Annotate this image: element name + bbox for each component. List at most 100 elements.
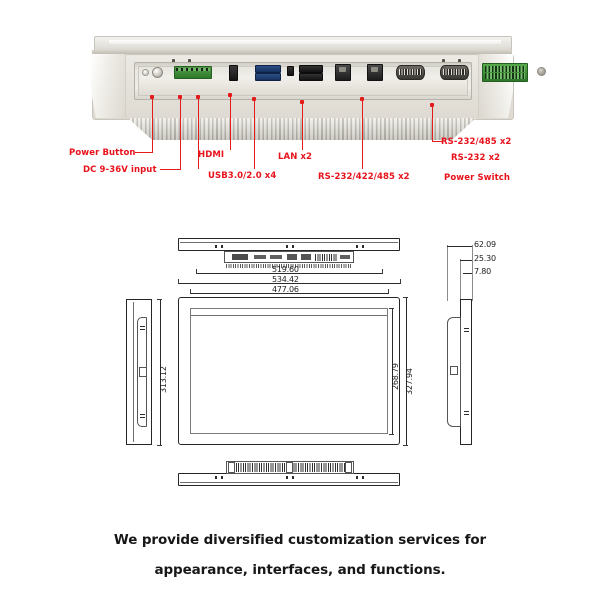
hdmi-port[interactable] — [229, 65, 238, 81]
right-view-mount — [450, 366, 458, 375]
right-view-slot — [464, 328, 469, 329]
callout-label-serial-422: RS-232/422/485 x2 — [318, 172, 410, 182]
chassis-left-bevel — [91, 54, 126, 118]
left-view-slot — [140, 329, 145, 330]
dim-line-io-width — [196, 273, 382, 274]
bottom-view-slot — [356, 476, 358, 479]
dim-line-overall-width — [178, 283, 400, 284]
dim-line-overall-height — [406, 297, 407, 445]
bottom-view-outline — [178, 473, 400, 486]
footer-line-2: appearance, interfaces, and functions. — [154, 562, 446, 578]
bezel-lip — [92, 50, 512, 55]
leader-line-dc-input-2 — [198, 95, 199, 169]
front-view-screen-edge — [191, 315, 387, 316]
top-view-slot — [362, 245, 364, 248]
top-view-slot — [215, 245, 217, 248]
top-view-io-port — [340, 255, 350, 259]
left-view-outline — [126, 299, 152, 445]
top-view-io-port — [301, 254, 311, 260]
serial-terminal-block[interactable] — [482, 63, 528, 82]
product-photo-section: Power Button DC 9-36V input HDMI USB3.0/… — [0, 0, 600, 195]
callout-label-lan: LAN x2 — [278, 152, 313, 162]
bottom-view-slot — [362, 476, 364, 479]
front-view-outline — [178, 297, 400, 445]
leader-line-lan — [302, 100, 303, 150]
lan-port-1[interactable] — [335, 64, 351, 81]
dim-ext-line — [472, 245, 473, 301]
leader-line-usb — [254, 97, 255, 169]
callout-label-serial-485: RS-232/485 x2 — [441, 137, 512, 147]
leader-line-dc-input — [160, 169, 181, 170]
callout-label-dc-input: DC 9-36V input — [83, 165, 157, 175]
leader-line-hdmi — [230, 93, 231, 150]
footer-line-1: We provide diversified customization ser… — [113, 532, 487, 548]
front-view-screen-bezel — [190, 308, 388, 434]
left-view-edge — [133, 302, 134, 442]
right-view-slot — [464, 414, 469, 415]
top-view-io-port — [287, 254, 297, 260]
bottom-view-edge — [180, 482, 398, 483]
dim-line-screen-height — [392, 308, 393, 434]
technical-drawing-section: 519.60 534.42 477.06 268.79 327.94 313.1… — [0, 225, 600, 520]
dim-ext-line — [447, 245, 448, 301]
lan-port-2[interactable] — [367, 64, 383, 81]
dim-tick — [157, 445, 162, 446]
screw-hole — [142, 69, 149, 76]
bottom-view-slot — [221, 476, 223, 479]
dim-label-depth-total: 62.09 — [474, 240, 496, 249]
bottom-view-slot — [292, 476, 294, 479]
dim-tick — [382, 269, 383, 274]
bottom-view-mount — [286, 462, 293, 473]
dim-line-side-height — [160, 299, 161, 445]
antenna-hole — [537, 67, 546, 76]
dim-ext-line — [460, 259, 461, 301]
usb3-port-stack[interactable] — [255, 73, 281, 81]
leader-line-serial-422 — [362, 97, 363, 169]
dim-label-io-width: 519.60 — [272, 265, 299, 274]
power-button-connector[interactable] — [152, 67, 163, 78]
right-view-slot — [464, 331, 469, 332]
leader-line-power-button — [152, 95, 153, 152]
dim-line-depth-front — [463, 273, 472, 274]
bottom-view-slot — [215, 476, 217, 479]
dim-tick — [389, 308, 394, 309]
dim-line-screen-width — [190, 293, 388, 294]
callout-label-usb: USB3.0/2.0 x4 — [208, 171, 277, 181]
top-view-io-port — [232, 254, 248, 260]
dim-label-overall-width: 534.42 — [272, 275, 299, 284]
dim-tick — [400, 279, 401, 284]
top-view-io-port — [270, 255, 282, 259]
footer-section: We provide diversified customization ser… — [0, 525, 600, 600]
dim-label-depth-front: 7.80 — [474, 267, 492, 276]
dim-tick — [403, 445, 408, 446]
dim-tick — [388, 289, 389, 294]
leader-line-power-button — [135, 152, 153, 153]
serial-db9-port-2[interactable] — [440, 65, 469, 80]
dim-tick — [389, 434, 394, 435]
dim-label-screen-height: 268.79 — [391, 363, 400, 390]
usb2-port-stack[interactable] — [299, 73, 323, 81]
top-view-io-port — [254, 255, 266, 259]
bottom-view-mount — [345, 462, 352, 473]
dim-tick — [403, 297, 408, 298]
dim-line-depth-total — [447, 246, 472, 247]
left-view-slot — [140, 414, 145, 415]
top-view-slot — [292, 245, 294, 248]
leader-line-serial-485 — [432, 103, 433, 141]
top-view-slot — [286, 245, 288, 248]
callout-label-power-button: Power Button — [69, 148, 136, 158]
bottom-view-mount — [228, 462, 235, 473]
usb-indicator — [287, 66, 294, 76]
left-view-slot — [140, 417, 145, 418]
dim-tick — [178, 279, 179, 284]
dc-input-terminal-block[interactable] — [174, 66, 212, 79]
usb2-port-stack[interactable] — [299, 65, 323, 73]
left-view-slot — [140, 326, 145, 327]
serial-db9-port-1[interactable] — [396, 65, 425, 80]
right-view-outline — [460, 299, 472, 445]
dim-tick — [196, 269, 197, 274]
callout-label-serial-232: RS-232 x2 — [451, 153, 501, 163]
usb3-port-stack[interactable] — [255, 65, 281, 73]
dim-label-overall-height: 327.94 — [405, 368, 414, 395]
dim-label-screen-width: 477.06 — [272, 285, 299, 294]
